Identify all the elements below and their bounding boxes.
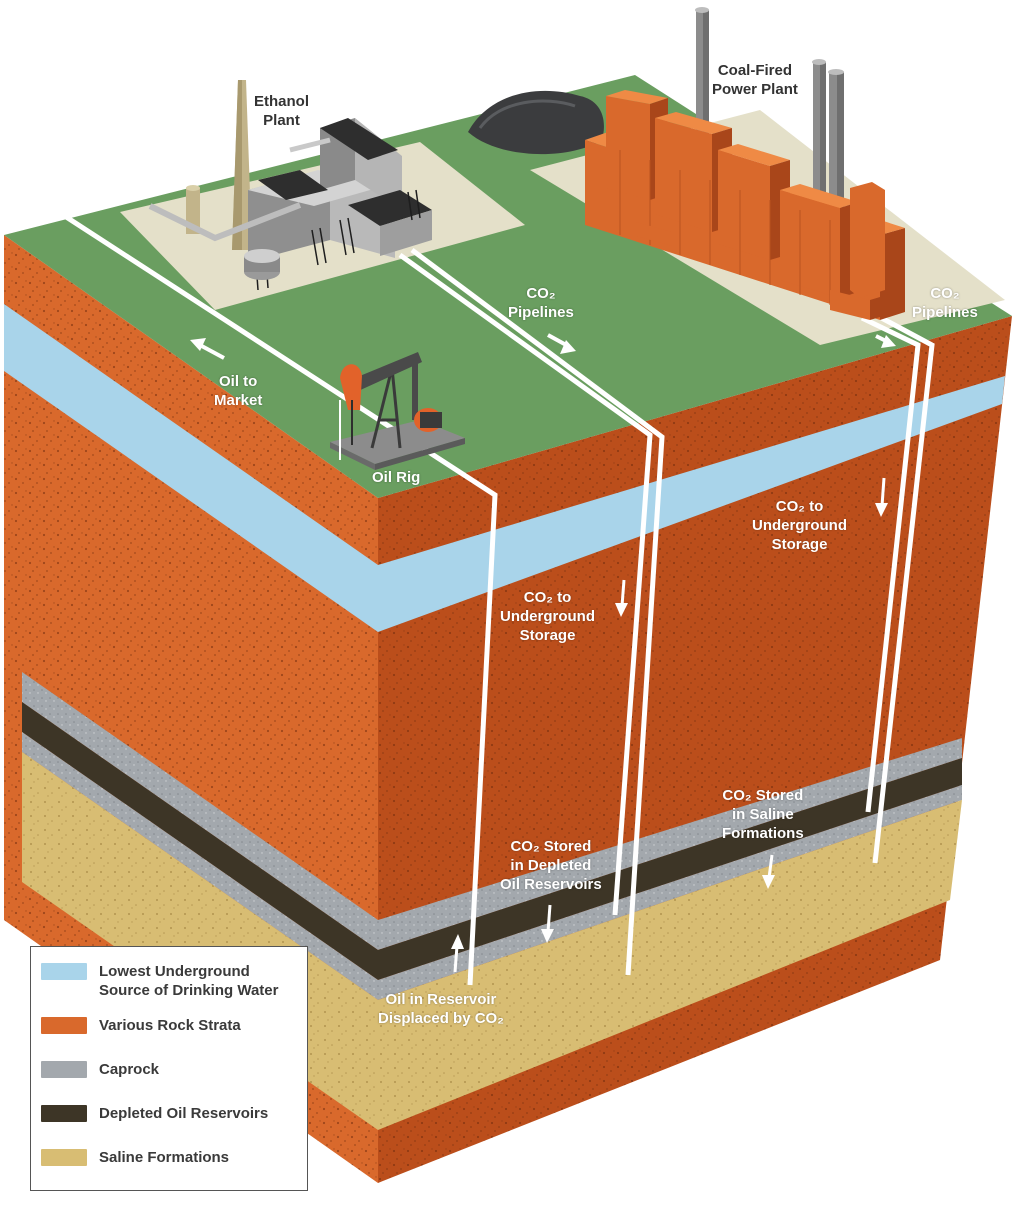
co2-pipeline-right-b (872, 311, 935, 864)
label-oil-rig: Oil Rig (372, 469, 421, 486)
arrow-oil-to-market (197, 342, 225, 360)
legend-swatch (41, 1017, 87, 1034)
legend-swatch (41, 1149, 87, 1166)
legend-item-caprock: Caprock (41, 1061, 304, 1079)
co2-pipeline-center-a (398, 252, 653, 916)
legend-label: Saline Formations (99, 1149, 230, 1166)
arrow-down-depleted (546, 904, 552, 933)
legend-item-saline: Saline Formations (41, 1149, 304, 1167)
oil-pipeline (38, 197, 498, 986)
arrow-down-storage-center (620, 579, 626, 607)
flow-arrows (190, 333, 896, 973)
legend-item-depleted-oil: Depleted Oil Reservoirs (41, 1105, 304, 1123)
legend-label: Depleted Oil Reservoirs (99, 1105, 269, 1122)
legend-swatch (41, 1061, 87, 1078)
pipelines (38, 197, 935, 986)
arrow-down-saline (767, 854, 774, 879)
front-drinking-water-layer (4, 304, 378, 632)
front-oil-reservoir (22, 702, 378, 980)
right-face (378, 316, 1012, 1183)
arrow-down-storage-right (880, 477, 886, 507)
legend-item-drinking-water: Lowest Underground Source of Drinking Wa… (41, 963, 304, 1000)
legend-label: Various Rock Strata (99, 1017, 241, 1034)
co2-pipeline-center-b (410, 247, 665, 976)
legend-swatch (41, 963, 87, 980)
legend-swatch (41, 1105, 87, 1122)
arrow-up-oil-displaced (453, 945, 459, 973)
right-drinking-water-layer (378, 376, 1005, 632)
ethanol-plant (148, 80, 432, 291)
legend-label: Caprock (99, 1061, 160, 1078)
coal-pile (468, 90, 604, 155)
co2-pipeline-right-a (860, 315, 921, 813)
oil-rig-pumpjack (330, 352, 465, 470)
legend-item-rock-strata: Various Rock Strata (41, 1017, 304, 1035)
coal-power-plant (585, 7, 905, 320)
legend: Lowest Underground Source of Drinking Wa… (30, 946, 308, 1191)
legend-label: Lowest Underground Source of Drinking Wa… (99, 963, 279, 999)
right-oil-reservoir (378, 758, 962, 980)
